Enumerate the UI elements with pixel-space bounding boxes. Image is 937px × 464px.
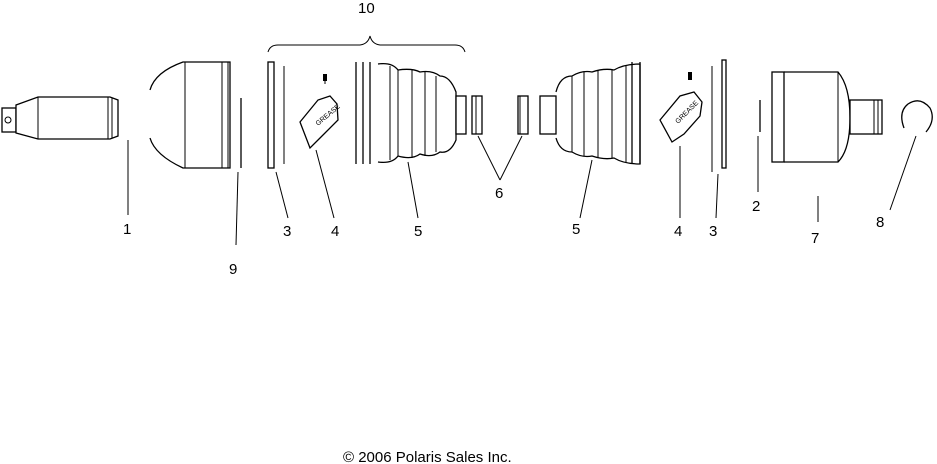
bracket-part-10 [267, 35, 466, 53]
callout-3-right: 3 [709, 223, 717, 240]
boot-part-5-left [355, 62, 483, 164]
callout-7: 7 [811, 230, 819, 247]
stub-shaft-part-1 [1, 61, 231, 169]
callout-3-left: 3 [283, 223, 291, 240]
callout-5-left: 5 [414, 223, 422, 240]
grease-packet-part-4-right: GREASE [659, 72, 703, 143]
inner-housing-part-7 [771, 71, 883, 163]
callout-2: 2 [752, 198, 760, 215]
clamp-part-3-left [267, 61, 285, 169]
axle-shaft-part-6 [517, 95, 529, 135]
circlip-part-8 [901, 100, 933, 133]
callout-5-right: 5 [572, 221, 580, 238]
callout-1: 1 [123, 221, 131, 238]
callout-8: 8 [876, 214, 884, 231]
leader-lines [127, 135, 917, 246]
copyright-notice: © 2006 Polaris Sales Inc. [343, 449, 512, 464]
grease-packet-part-4-left: GREASE [299, 74, 342, 150]
callout-10: 10 [358, 0, 375, 17]
callout-4-left: 4 [331, 223, 339, 240]
callout-9: 9 [229, 261, 237, 278]
boot-part-5-right [539, 62, 641, 165]
clamp-part-3-right [711, 59, 727, 172]
callout-4-right: 4 [674, 223, 682, 240]
callout-6: 6 [495, 185, 503, 202]
